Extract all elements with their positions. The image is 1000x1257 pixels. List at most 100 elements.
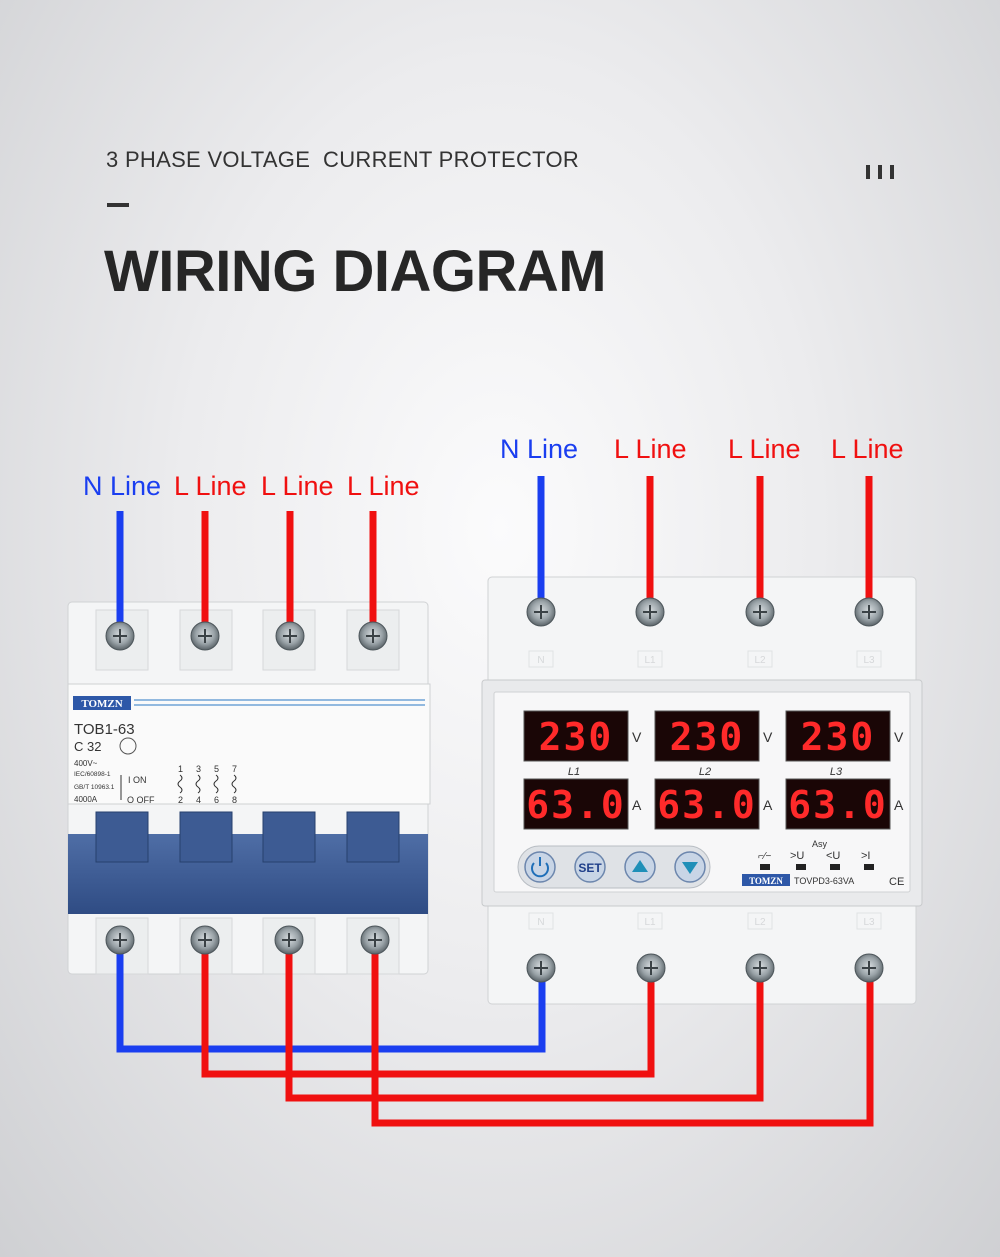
protector-label-l1: L Line — [614, 434, 687, 464]
breaker-terminal-numbers: 1 2 3 4 5 6 7 8 — [177, 764, 237, 805]
current-unit: A — [632, 797, 642, 813]
switch-symbol-icon: ⌐⁄− — [758, 851, 772, 862]
up-arrow-icon — [632, 860, 648, 872]
terminal-screw-icon — [358, 621, 388, 651]
protector-brand: TOMZN — [749, 876, 783, 886]
terminal-screw-icon — [636, 953, 666, 983]
breaker-label-n: N Line — [83, 471, 162, 501]
current-unit: A — [894, 797, 904, 813]
indicator-under-voltage: <U — [826, 850, 840, 862]
protector-label-n: N Line — [500, 434, 579, 464]
terminal-screw-icon — [360, 925, 390, 955]
protector-label-l2: L Line — [728, 434, 801, 464]
terminal-mark-bottom: L3 — [863, 917, 875, 928]
breaker-label-l2: L Line — [261, 471, 334, 501]
voltage-reading-3: 230 — [801, 715, 876, 759]
subtitle: 3 PHASE VOLTAGE CURRENT PROTECTOR — [106, 147, 580, 172]
breaker-capacity: 4000A — [74, 795, 98, 804]
breaker-terminal-top: 5 — [214, 764, 219, 774]
terminal-screw-icon — [526, 597, 556, 627]
terminal-mark-bottom: L2 — [754, 917, 766, 928]
breaker-label-l1: L Line — [174, 471, 247, 501]
breaker-terminal-top: 7 — [232, 764, 237, 774]
terminal-screw-icon — [526, 953, 556, 983]
breaker-label-l3: L Line — [347, 471, 420, 501]
terminal-mark-bottom: N — [537, 917, 544, 928]
phase-label-1: L1 — [568, 766, 580, 778]
terminal-mark-top: N — [537, 655, 544, 666]
voltage-reading-2: 230 — [670, 715, 745, 759]
breaker-terminal-bottom: 2 — [178, 795, 183, 805]
breaker-off-label: O OFF — [127, 795, 155, 805]
ce-mark: CE — [889, 876, 904, 888]
asy-label: Asy — [812, 839, 828, 849]
terminal-screw-icon — [190, 925, 220, 955]
breaker-terminal-bottom: 6 — [214, 795, 219, 805]
breaker-terminal-top: 3 — [196, 764, 201, 774]
voltage-unit: V — [763, 729, 773, 745]
breaker-toggle-2[interactable] — [179, 811, 233, 863]
breaker-terminal-top: 1 — [178, 764, 183, 774]
protector-brand-plate — [742, 874, 790, 886]
current-reading-2: 63.0 — [657, 783, 757, 827]
protector-label-l3: L Line — [831, 434, 904, 464]
terminal-mark-bottom: L1 — [644, 917, 656, 928]
breaker-toggle-1[interactable] — [95, 811, 149, 863]
phase-label-3: L3 — [830, 766, 843, 778]
led-over-voltage — [796, 864, 806, 870]
breaker-standard2: GB/T 10963.1 — [74, 784, 115, 791]
current-reading-3: 63.0 — [788, 783, 888, 827]
breaker-brand-plate — [73, 696, 131, 710]
breaker-toggle-3[interactable] — [262, 811, 316, 863]
led-under-voltage — [830, 864, 840, 870]
indicator-over-voltage: >U — [790, 850, 804, 862]
breaker-rating: C 32 — [74, 739, 101, 754]
terminal-screw-icon — [105, 925, 135, 955]
terminal-mark-top: L3 — [863, 655, 875, 666]
wires — [116, 476, 874, 1127]
power-button[interactable] — [524, 851, 556, 883]
protector-terminal-marks-bottom: N L1 L2 L3 — [528, 912, 882, 930]
breaker-terminal-bottom: 4 — [196, 795, 201, 805]
breaker-brand: TOMZN — [81, 698, 122, 710]
breaker-toggle-4[interactable] — [346, 811, 400, 863]
terminal-screw-icon — [745, 953, 775, 983]
down-button[interactable] — [674, 851, 706, 883]
page-title: WIRING DIAGRAM — [104, 239, 607, 304]
terminal-screw-icon — [275, 621, 305, 651]
terminal-screw-icon — [854, 597, 884, 627]
terminal-screw-icon — [635, 597, 665, 627]
terminal-screw-icon — [854, 953, 884, 983]
set-button[interactable]: SET — [574, 851, 606, 883]
breaker-standard1: IEC/60898-1 — [74, 771, 111, 778]
voltage-unit: V — [894, 729, 904, 745]
terminal-screw-icon — [274, 925, 304, 955]
down-arrow-icon — [682, 862, 698, 874]
breaker-terminal-bottom: 8 — [232, 795, 237, 805]
set-button-label: SET — [578, 861, 602, 875]
terminal-screw-icon — [190, 621, 220, 651]
voltage-reading-1: 230 — [539, 715, 614, 759]
terminal-screws — [105, 597, 884, 983]
current-unit: A — [763, 797, 773, 813]
voltage-unit: V — [632, 729, 642, 745]
breaker-voltage: 400V~ — [74, 759, 98, 768]
indicator-over-current: >I — [861, 850, 870, 862]
breaker-model: TOB1-63 — [74, 721, 135, 738]
menu-bars-icon — [866, 165, 894, 179]
circuit-breaker: TOMZN TOB1-63 C 32 400V~ IEC/60898-1 GB/… — [67, 601, 431, 975]
terminal-screw-icon — [745, 597, 775, 627]
protector-model: TOVPD3-63VA — [794, 876, 854, 886]
title-dash — [107, 203, 129, 207]
terminal-screw-icon — [105, 621, 135, 651]
phase-label-2: L2 — [699, 766, 711, 778]
breaker-on-label: I ON — [128, 775, 147, 785]
led-over-current — [864, 864, 874, 870]
terminal-mark-top: L2 — [754, 655, 766, 666]
up-button[interactable] — [624, 851, 656, 883]
led-relay — [760, 864, 770, 870]
